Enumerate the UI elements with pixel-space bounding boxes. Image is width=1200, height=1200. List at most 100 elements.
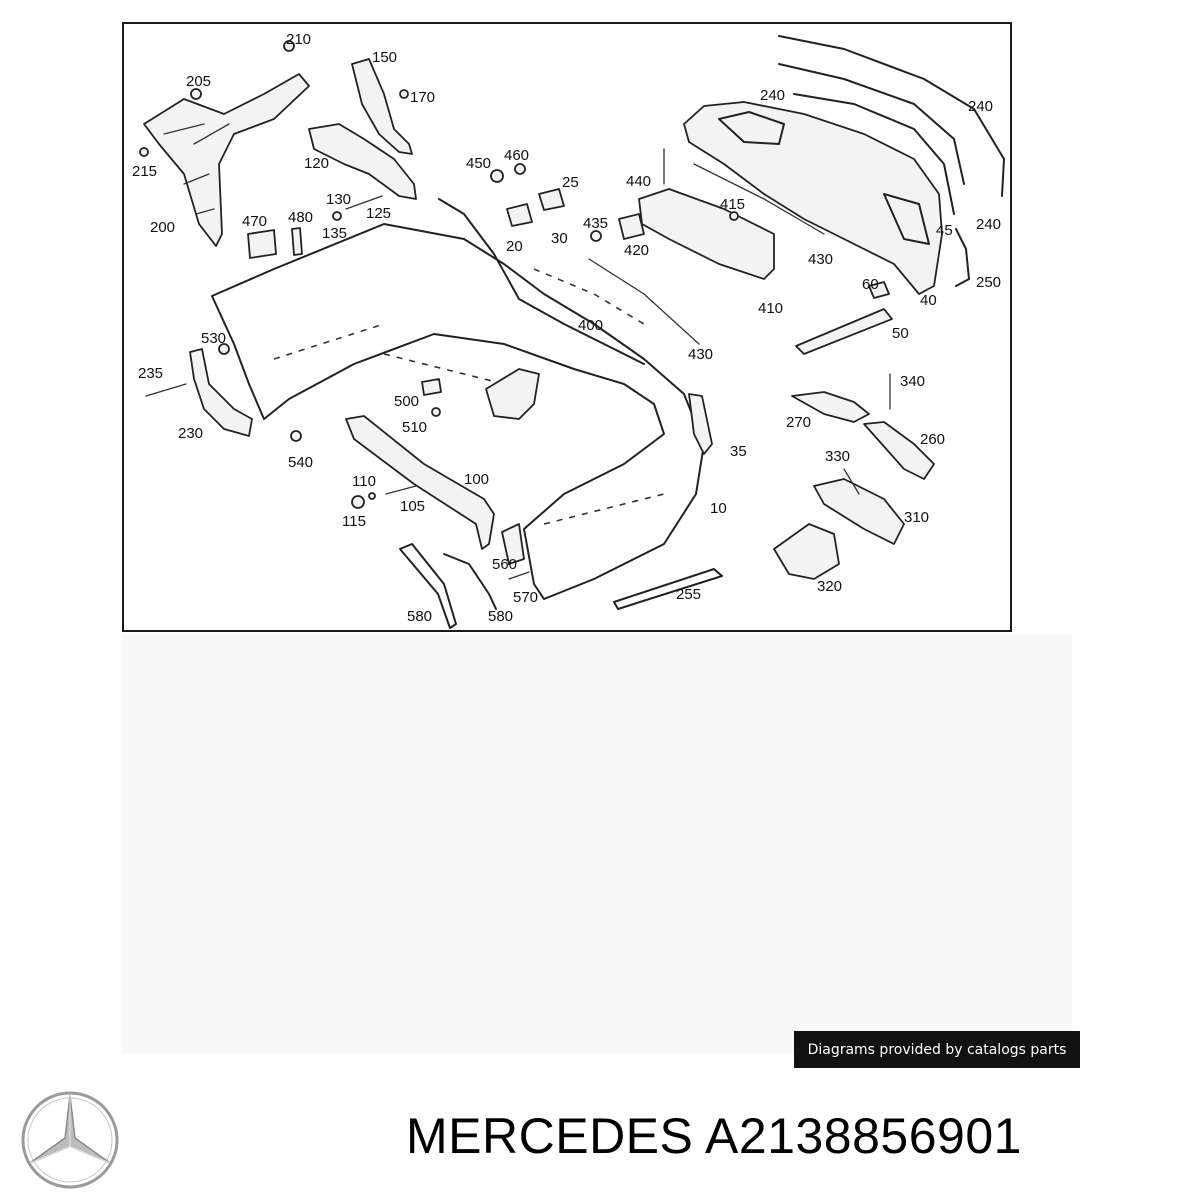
part-bumper-cover-10: [211, 223, 705, 600]
part-diffuser-40-opening-right: [883, 193, 930, 245]
callout-10: 10: [710, 500, 727, 517]
callout-250: 250: [976, 274, 1001, 291]
part-bumper-cover-10-seam: [273, 323, 665, 525]
callout-435: 435: [583, 215, 608, 232]
fastener-540-icon: [290, 430, 302, 442]
callout-150: 150: [372, 49, 397, 66]
callout-105: 105: [400, 498, 425, 515]
part-support-410: [638, 188, 775, 280]
callout-50: 50: [892, 325, 909, 342]
callout-310: 310: [904, 509, 929, 526]
callout-430-a: 430: [808, 251, 833, 268]
callout-170: 170: [410, 89, 435, 106]
callout-215: 215: [132, 163, 157, 180]
fastener-510-icon: [431, 407, 441, 417]
callout-210: 210: [286, 31, 311, 48]
callout-labels: 210 150 205 170 215 120 200 470 480 130 …: [132, 31, 1001, 625]
callout-400: 400: [578, 317, 603, 334]
callout-580-b: 580: [488, 608, 513, 625]
fastener-500-icon: [421, 378, 442, 396]
fastener-25-icon: [538, 188, 565, 211]
callout-530: 530: [201, 330, 226, 347]
callout-460: 460: [504, 147, 529, 164]
parts-diagram-drawing: 210 150 205 170 215 120 200 470 480 130 …: [132, 31, 1005, 629]
callout-125: 125: [366, 205, 391, 222]
fastener-210-icon: [283, 40, 295, 52]
callout-240-c: 240: [976, 216, 1001, 233]
callout-450: 450: [466, 155, 491, 172]
fastener-235-icon: [145, 383, 187, 397]
part-trim-240-top: [778, 35, 1005, 197]
callout-40: 40: [920, 292, 937, 309]
fastener-125-icon: [345, 195, 383, 210]
part-strip-400: [533, 268, 645, 325]
callout-20: 20: [506, 238, 523, 255]
callout-35: 35: [730, 443, 747, 460]
callout-470: 470: [242, 213, 267, 230]
callout-60: 60: [862, 276, 879, 293]
callout-480: 480: [288, 209, 313, 226]
callout-100: 100: [464, 471, 489, 488]
parts-diagram: 210 150 205 170 215 120 200 470 480 130 …: [122, 22, 1012, 632]
fastener-450-icon: [490, 169, 504, 183]
callout-340: 340: [900, 373, 925, 390]
callout-110: 110: [352, 473, 376, 490]
callout-415: 415: [720, 196, 745, 213]
callout-420: 420: [624, 242, 649, 259]
fastener-20-icon: [506, 203, 533, 227]
background-panel: [122, 634, 1072, 1054]
part-trim-250: [955, 228, 970, 287]
part-bracket-200: [143, 73, 310, 247]
callout-580-a: 580: [407, 608, 432, 625]
part-clip-35: [688, 393, 713, 455]
part-bracket-150: [351, 58, 413, 155]
fastener-530-icon: [218, 343, 230, 355]
callout-255: 255: [676, 586, 701, 603]
callout-130: 130: [326, 191, 351, 208]
part-strip-255: [613, 568, 723, 610]
callout-200: 200: [150, 219, 175, 236]
part-bracket-120: [308, 123, 417, 200]
fastener-205-icon: [190, 88, 202, 100]
fastener-435-icon: [590, 230, 602, 242]
part-diffuser-40: [683, 101, 943, 295]
part-diffuser-40-opening: [718, 111, 785, 145]
fastener-415-icon: [729, 211, 739, 221]
callout-320: 320: [817, 578, 842, 595]
part-strip-580-b: [443, 553, 497, 610]
fastener-170-icon: [399, 89, 409, 99]
callout-570: 570: [513, 589, 538, 606]
callout-410: 410: [758, 300, 783, 317]
callout-30: 30: [551, 230, 568, 247]
part-trim-240-mid: [778, 63, 965, 185]
part-wire-430-a: [693, 163, 825, 235]
part-reflector-480: [291, 227, 303, 256]
callout-25: 25: [562, 174, 579, 191]
part-number-title: MERCEDES A2138856901: [406, 1108, 1022, 1164]
part-bracket-310: [813, 478, 905, 545]
callout-510: 510: [402, 419, 427, 436]
callout-135: 135: [322, 225, 347, 242]
callout-270: 270: [786, 414, 811, 431]
part-bracket-260: [863, 421, 935, 480]
part-upper-edge: [438, 198, 645, 365]
callout-115: 115: [342, 513, 366, 530]
callout-560: 560: [492, 556, 517, 573]
part-reflector-470: [247, 229, 277, 259]
callout-240-b: 240: [968, 98, 993, 115]
callout-430-b: 430: [688, 346, 713, 363]
part-clip-560: [501, 523, 525, 565]
part-bracket-230: [189, 348, 253, 437]
part-center-bracket: [485, 368, 540, 420]
callout-205: 205: [186, 73, 211, 90]
fastener-105-icon: [385, 485, 417, 495]
fastener-60-icon: [868, 281, 890, 299]
callout-230: 230: [178, 425, 203, 442]
fastener-135-icon: [332, 211, 342, 221]
callout-260: 260: [920, 431, 945, 448]
part-trim-240-low: [793, 93, 955, 215]
fastener-115-icon: [351, 495, 365, 509]
part-strip-580-a: [399, 543, 457, 629]
fastener-420-icon: [618, 213, 645, 240]
part-molding-50: [795, 308, 893, 355]
